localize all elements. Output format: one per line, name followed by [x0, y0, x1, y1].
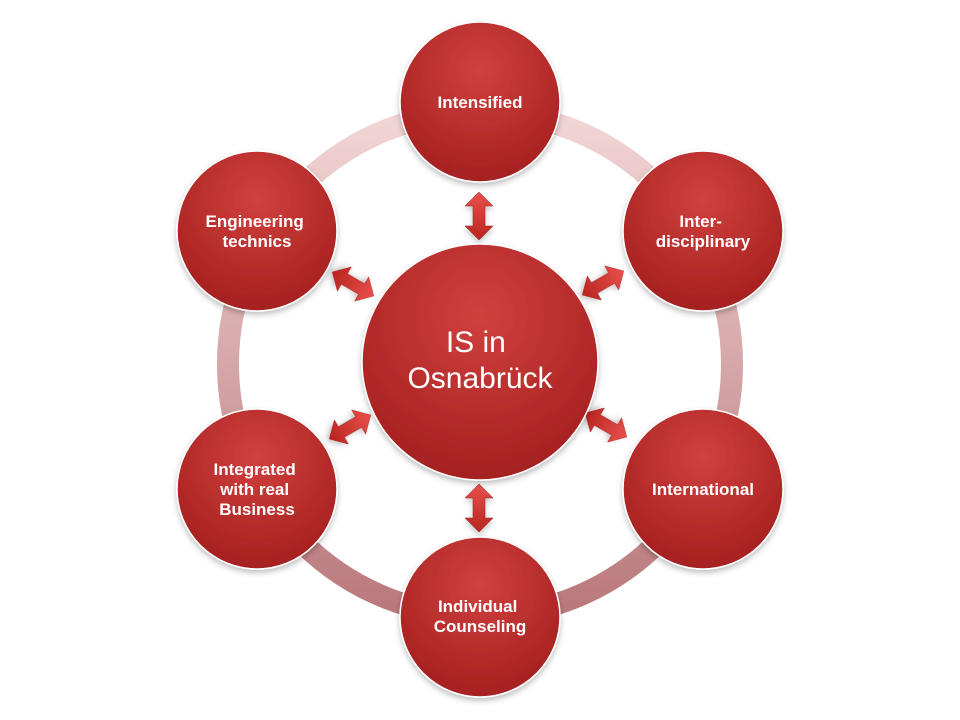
- arrow-to-intensified: [464, 191, 494, 241]
- node-integrated-business: Integrated with real Business: [176, 408, 338, 570]
- node-label-line: technics: [223, 232, 292, 251]
- node-engineering-technics: Engineering technics: [176, 150, 338, 312]
- node-intensified: Intensified: [399, 21, 561, 183]
- arrow-to-integrated-business: [328, 409, 372, 445]
- node-interdisciplinary: Inter- disciplinary: [622, 150, 784, 312]
- node-label-line: Counseling: [434, 617, 527, 636]
- center-label-line1: IS in: [446, 326, 506, 359]
- center-label-line2: Osnabrück: [407, 362, 553, 395]
- center-node: IS in Osnabrück: [361, 243, 599, 481]
- arrow-to-interdisciplinary: [581, 265, 625, 301]
- connector-arrows: [328, 191, 628, 533]
- svg-text:Integrated with real: Integrated with real Business: [214, 460, 301, 519]
- node-label-line: Engineering: [206, 212, 304, 231]
- node-label-line: Intensified: [437, 93, 522, 112]
- svg-text:Intensified: Intensified: [437, 93, 522, 112]
- svg-text:IS in Osnabrück: IS in Osnabrück: [407, 326, 553, 395]
- svg-text:Individual Counseling: Individual Counseling: [434, 597, 527, 636]
- node-label-line: International: [652, 480, 754, 499]
- node-label-line: Integrated: [214, 460, 296, 479]
- node-label-line: disciplinary: [656, 232, 751, 251]
- svg-text:International: International: [652, 480, 754, 499]
- arrow-to-individual-counseling: [464, 483, 494, 533]
- arrow-to-engineering-technics: [331, 266, 375, 302]
- svg-text:Engineering technics: Engineering technics: [206, 212, 309, 251]
- node-individual-counseling: Individual Counseling: [399, 536, 561, 698]
- node-label-line: with real: [219, 480, 289, 499]
- node-label-line: Inter-: [679, 212, 722, 231]
- svg-text:Inter- disciplinary: Inter- disciplinary: [656, 212, 751, 251]
- node-label-line: Business: [219, 500, 295, 519]
- node-label-line: Individual: [438, 597, 517, 616]
- node-international: International: [622, 408, 784, 570]
